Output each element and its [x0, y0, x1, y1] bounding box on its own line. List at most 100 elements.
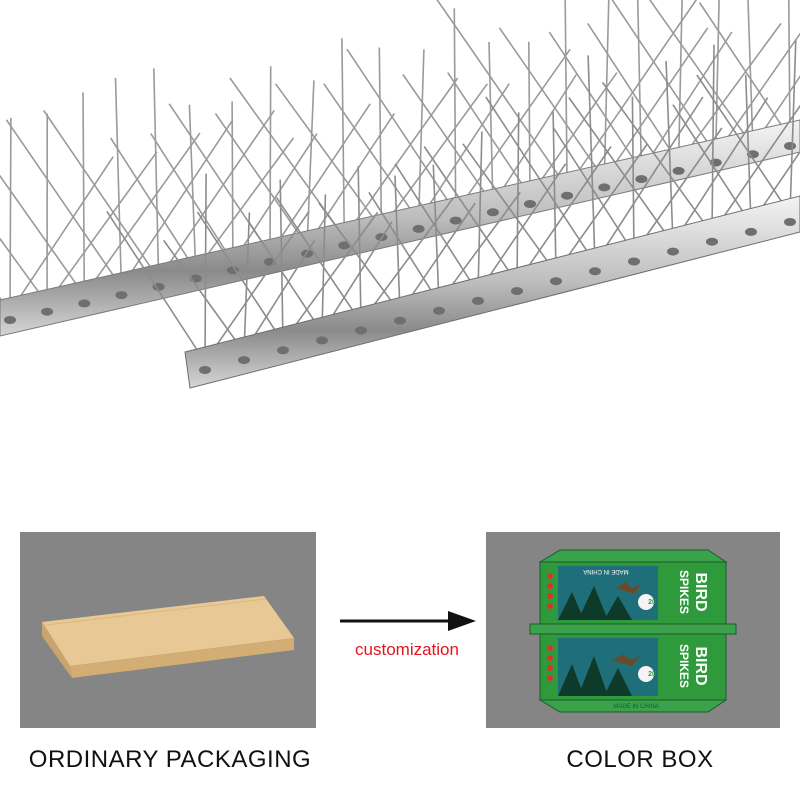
spike-wire	[274, 83, 383, 230]
box-brand-line1-lower: BIRD	[692, 646, 709, 685]
spike-wire	[485, 96, 596, 264]
spike-wire	[752, 75, 800, 147]
color-box-caption: COLOR BOX	[566, 746, 714, 773]
spike-wire	[747, 0, 754, 147]
spike-wire	[43, 110, 160, 280]
spike-wire	[357, 166, 362, 323]
strip-holes-front	[199, 218, 796, 374]
kraft-box-illustration	[42, 596, 294, 678]
spike-wire	[587, 55, 596, 264]
kraft-box-top	[42, 596, 294, 666]
spike-wire	[279, 179, 284, 343]
spike-wire	[188, 104, 197, 271]
box-origin-upper: MADE IN CHINA	[583, 568, 628, 574]
box-count-lower: 20	[648, 671, 656, 678]
spike-wire	[594, 96, 704, 264]
spike-wire	[648, 0, 754, 147]
color-box-upper: BIRD SPIKES MADE IN CHINA 20	[539, 561, 727, 625]
strip-hole	[199, 366, 211, 374]
strip-hole	[226, 266, 239, 275]
spike-wire	[231, 101, 234, 263]
spike-wire	[453, 8, 457, 213]
spike-wire	[306, 80, 315, 246]
spike-wire	[9, 156, 114, 313]
spike-wire	[603, 27, 709, 180]
strip-hole	[550, 277, 562, 286]
strip-holes-back	[4, 142, 796, 324]
color-box-print: BIRD SPIKES MADE IN CHINA 20 BIRD SPIKES…	[529, 549, 737, 713]
spike-wire	[321, 194, 327, 333]
spike-wire	[150, 133, 234, 263]
strip-hole	[433, 306, 445, 315]
strip-hole	[316, 336, 328, 345]
spike-wire	[568, 97, 674, 245]
spike-wire	[360, 196, 455, 323]
spike-wire	[9, 117, 12, 313]
strip-hole	[338, 241, 351, 250]
strip-hole	[598, 183, 611, 192]
strip-hole	[667, 247, 679, 256]
strip-hole	[524, 200, 536, 208]
spike-wire	[196, 211, 284, 343]
strip-hole	[115, 291, 128, 300]
spike-wire	[564, 0, 568, 188]
spike-wire	[696, 74, 791, 215]
spike-wire	[477, 131, 483, 293]
spike-wire	[153, 68, 160, 279]
spike-wires-back	[0, 0, 800, 313]
spike-wire	[436, 0, 568, 189]
spike-wire	[552, 127, 635, 254]
spike-wire	[417, 49, 425, 221]
spike-wire	[163, 239, 245, 353]
spike-wire	[787, 0, 791, 139]
spike-wire	[318, 202, 401, 314]
spike-wire	[711, 104, 800, 235]
strip-hole	[486, 208, 499, 217]
strip-hole	[589, 267, 601, 276]
strip-hole	[472, 296, 484, 305]
strip-hole	[746, 150, 759, 159]
spike-wire	[636, 0, 643, 172]
box-brand-line1: BIRD	[692, 572, 709, 611]
color-box-panel: BIRD SPIKES MADE IN CHINA 20 BIRD SPIKES…	[486, 532, 780, 728]
box-brand-line2: SPIKES	[677, 570, 691, 614]
spike-wire	[432, 164, 440, 303]
spike-wire	[380, 83, 488, 230]
strip-hole	[78, 299, 91, 308]
ordinary-packaging-caption: ORDINARY PACKAGING	[28, 746, 312, 773]
spike-wire	[114, 77, 123, 288]
strip-hole	[628, 257, 640, 266]
spike-wire	[633, 127, 723, 254]
spike-wire	[477, 163, 567, 294]
strip-hole	[561, 191, 574, 200]
arrow-right-icon	[340, 611, 476, 631]
spike-wire	[0, 237, 48, 305]
spike-wire	[488, 41, 494, 205]
spike-wire	[106, 210, 206, 363]
bird-spike-strips-photo	[0, 0, 800, 389]
spike-wire	[195, 137, 295, 272]
spike-wire	[46, 151, 158, 305]
customization-label: customization	[355, 640, 459, 659]
spike-wire	[552, 111, 557, 274]
box-origin-lower: MADE IN CHINA	[613, 704, 658, 710]
spike-wire	[744, 74, 752, 224]
spike-wire	[698, 2, 791, 139]
spike-wire	[587, 22, 680, 164]
spike-wire	[214, 112, 308, 247]
spike-wire	[5, 119, 123, 288]
spike-wire	[120, 119, 234, 288]
spike-wire	[714, 0, 720, 155]
strip-hole	[277, 346, 289, 355]
strip-hole	[672, 166, 685, 175]
spike-wire	[417, 83, 510, 222]
spike-wire	[402, 74, 494, 205]
spike-wire	[83, 132, 201, 296]
spike-wire	[243, 212, 251, 353]
spike-wire	[548, 31, 643, 172]
spike-wire	[368, 191, 440, 304]
strip-hole	[355, 326, 367, 335]
spike-wire	[323, 83, 420, 222]
spike-wire	[269, 66, 272, 255]
strip-hole	[784, 218, 796, 226]
